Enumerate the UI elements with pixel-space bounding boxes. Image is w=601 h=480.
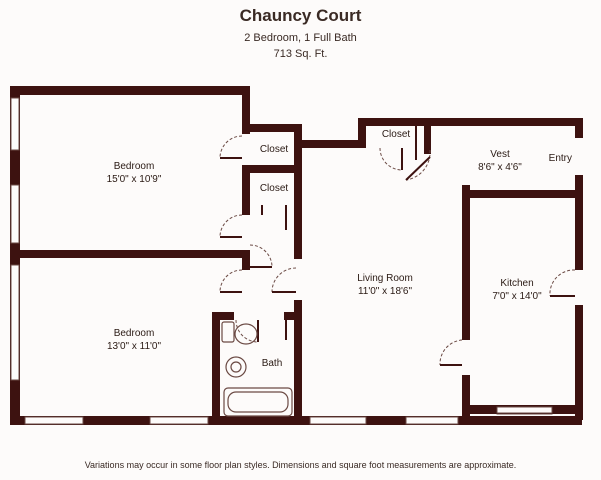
room-kitchen-name: Kitchen: [500, 278, 533, 289]
room-living-dims: 11'0" x 18'6": [358, 286, 413, 297]
room-living-name: Living Room: [357, 273, 413, 284]
room-bedroom2-dims: 13'0" x 11'0": [107, 341, 162, 352]
room-closet1-name: Closet: [260, 144, 289, 155]
room-closet3-name: Closet: [382, 129, 411, 140]
room-bedroom1-dims: 15'0" x 10'9": [107, 174, 162, 185]
door-swings: [219, 135, 576, 366]
disclaimer: Variations may occur in some floor plan …: [84, 460, 517, 470]
unit-area: 713 Sq. Ft.: [273, 48, 328, 60]
room-kitchen-dims: 7'0" x 14'0": [492, 291, 542, 302]
room-closet2-name: Closet: [260, 183, 289, 194]
plan-title: Chauncy Court: [239, 6, 362, 25]
walls: [10, 86, 583, 425]
room-bath-name: Bath: [262, 358, 283, 369]
bath-fixtures: [221, 321, 293, 417]
unit-type: 2 Bedroom, 1 Full Bath: [244, 32, 357, 44]
room-vest-name: Vest: [490, 149, 510, 160]
room-bedroom2-name: Bedroom: [114, 328, 155, 339]
room-bedroom1-name: Bedroom: [114, 161, 155, 172]
door-leaves: [220, 126, 575, 366]
room-entry-name: Entry: [549, 153, 572, 164]
room-vest-dims: 8'6" x 4'6": [478, 162, 522, 173]
